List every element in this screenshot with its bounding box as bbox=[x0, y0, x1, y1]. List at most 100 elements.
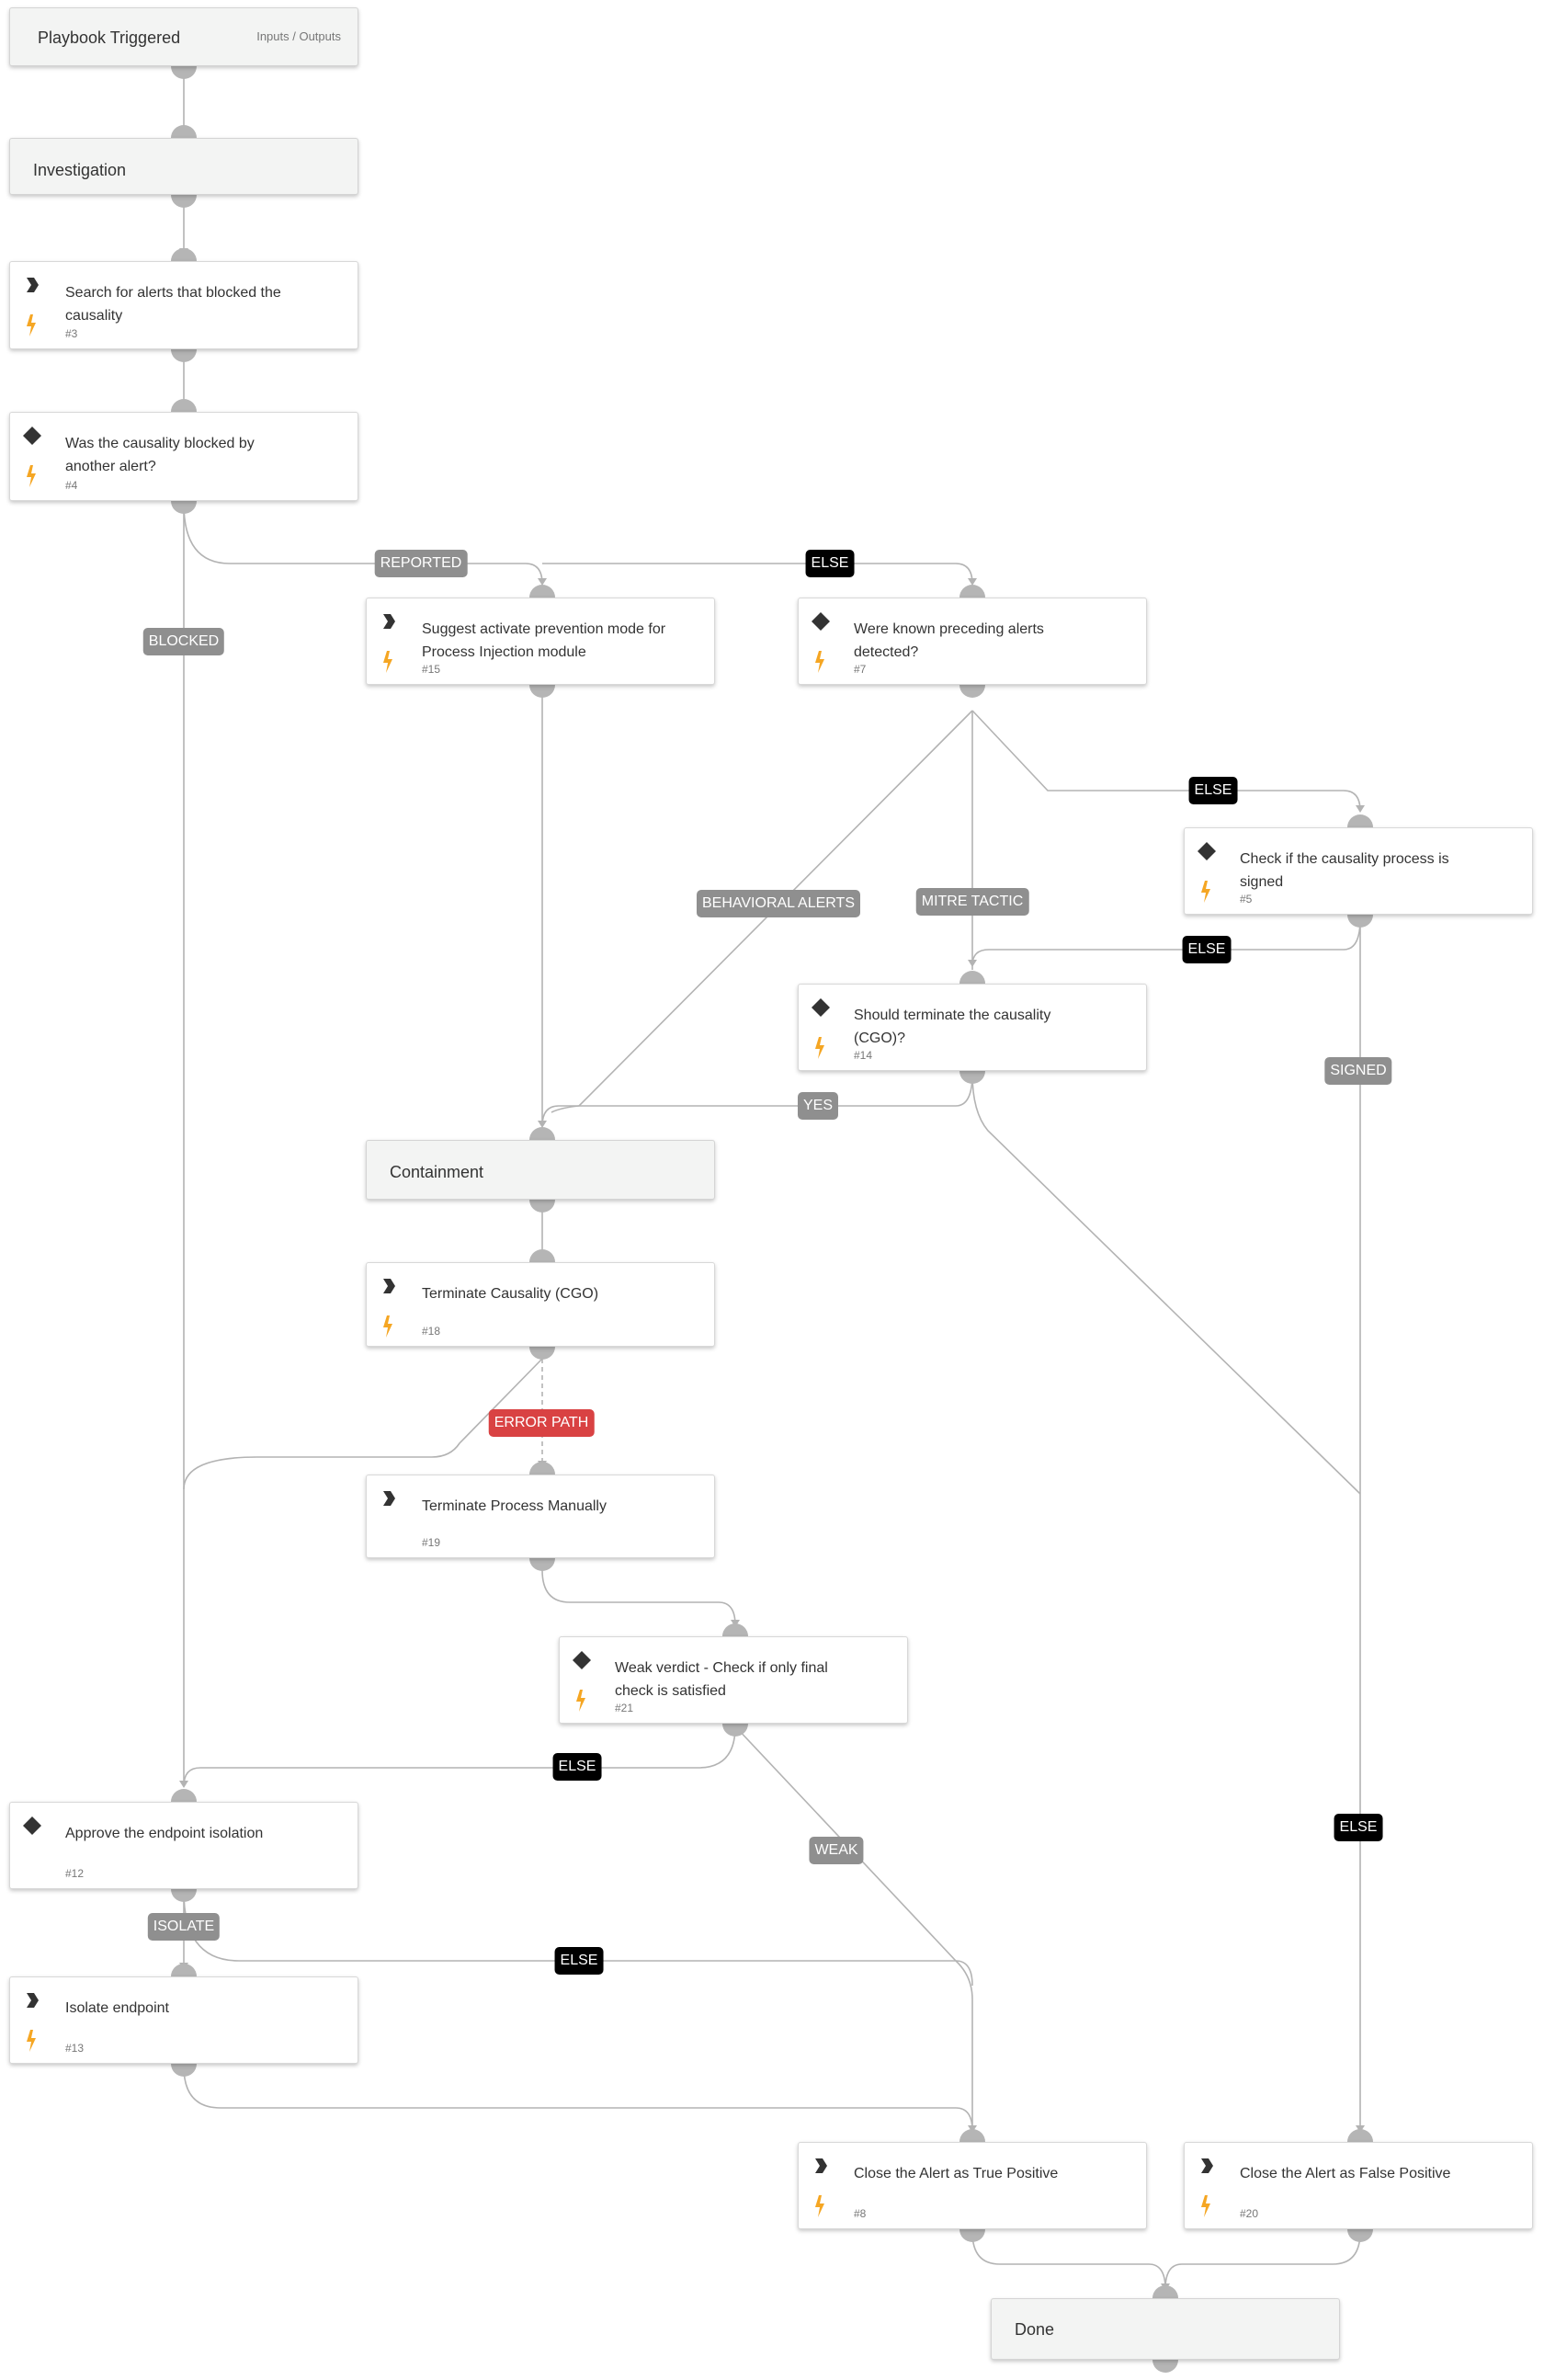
connector-out bbox=[1347, 915, 1373, 928]
edge-label-error-path[interactable]: ERROR PATH bbox=[488, 1409, 595, 1437]
task-number: #3 bbox=[65, 327, 78, 340]
node-title: Done bbox=[1015, 2320, 1055, 2339]
playbook-triggered-node[interactable]: Playbook Triggered Inputs / Outputs bbox=[9, 7, 358, 66]
connector-in bbox=[959, 2129, 985, 2142]
diamond-icon bbox=[1198, 842, 1216, 860]
edge-isolate-tp bbox=[183, 2066, 973, 2132]
causality-blocked-condition-node[interactable]: Was the causality blocked by another ale… bbox=[9, 412, 358, 501]
task-number: #5 bbox=[1240, 893, 1253, 905]
check-signed-condition-node[interactable]: Check if the causality process is signed… bbox=[1184, 827, 1533, 915]
connector-out bbox=[171, 349, 197, 362]
inputs-outputs-link[interactable]: Inputs / Outputs bbox=[256, 29, 341, 43]
edge-fp-done bbox=[1164, 2231, 1361, 2290]
edge-label-isolate[interactable]: ISOLATE bbox=[147, 1913, 221, 1941]
node-title: Close the Alert as True Positive bbox=[854, 2166, 1059, 2181]
connector-in bbox=[529, 585, 555, 598]
terminate-cgo-task-node[interactable]: Terminate Causality (CGO) #18 bbox=[366, 1262, 715, 1347]
task-number: #7 bbox=[854, 663, 867, 676]
should-terminate-condition-node[interactable]: Should terminate the causality (CGO)? #1… bbox=[798, 984, 1147, 1071]
edge-yes bbox=[541, 1073, 973, 1127]
edge-label-mitre-tactic[interactable]: MITRE TACTIC bbox=[915, 888, 1029, 916]
node-title: Containment bbox=[390, 1163, 484, 1181]
connector-in bbox=[1152, 2285, 1178, 2298]
preceding-alerts-condition-node[interactable]: Were known preceding alerts detected? #7 bbox=[798, 598, 1147, 685]
arrowhead bbox=[538, 1121, 547, 1128]
node-title: Were known preceding alerts detected? bbox=[854, 621, 1044, 660]
edge-label-behavioral-alerts[interactable]: BEHAVIORAL ALERTS bbox=[697, 890, 860, 917]
edge-else-preceding bbox=[542, 563, 973, 585]
connector-out bbox=[1347, 2229, 1373, 2242]
lightning-bolt-icon bbox=[383, 651, 392, 673]
connector-out bbox=[171, 2064, 197, 2077]
edge-weak-tp bbox=[734, 1725, 973, 2131]
edge-else-signed-terminate bbox=[971, 918, 1361, 966]
edge-label-else[interactable]: ELSE bbox=[1182, 936, 1232, 963]
node-title: Approve the endpoint isolation bbox=[65, 1826, 264, 1841]
approve-isolation-condition-node[interactable]: Approve the endpoint isolation #12 bbox=[9, 1802, 358, 1889]
chevron-right-icon bbox=[815, 2158, 827, 2173]
node-title: Investigation bbox=[33, 161, 127, 179]
chevron-right-icon bbox=[383, 1279, 395, 1293]
task-number: #18 bbox=[422, 1325, 441, 1338]
connector-in bbox=[529, 1249, 555, 1262]
task-number: #13 bbox=[65, 2042, 85, 2055]
edge-cgo-error-left bbox=[183, 1358, 543, 1490]
edge-label-weak[interactable]: WEAK bbox=[809, 1837, 864, 1864]
node-title: Playbook Triggered bbox=[38, 28, 181, 47]
edge-label-else[interactable]: ELSE bbox=[552, 1753, 602, 1781]
node-title: Should terminate the causality (CGO)? bbox=[854, 1008, 1051, 1046]
connector-out bbox=[171, 501, 197, 514]
search-alerts-task-node[interactable]: Search for alerts that blocked the causa… bbox=[9, 261, 358, 349]
diamond-icon bbox=[812, 612, 830, 631]
investigation-section-node[interactable]: Investigation bbox=[9, 138, 358, 195]
connector-in bbox=[529, 1462, 555, 1475]
connector-out bbox=[171, 66, 197, 79]
terminate-manually-task-node[interactable]: Terminate Process Manually #19 bbox=[366, 1475, 715, 1558]
node-title: Check if the causality process is signed bbox=[1240, 851, 1449, 890]
chevron-right-icon bbox=[383, 1491, 395, 1506]
edge-label-signed[interactable]: SIGNED bbox=[1324, 1057, 1392, 1085]
edge-tp-done bbox=[971, 2231, 1166, 2290]
diamond-icon bbox=[23, 427, 41, 445]
task-number: #19 bbox=[422, 1536, 441, 1549]
connector-in bbox=[1347, 814, 1373, 827]
connector-out bbox=[722, 1724, 748, 1737]
edge-label-blocked[interactable]: BLOCKED bbox=[142, 628, 225, 655]
arrowhead bbox=[1356, 805, 1365, 813]
close-true-positive-task-node[interactable]: Close the Alert as True Positive #8 bbox=[798, 2142, 1147, 2229]
lightning-bolt-icon bbox=[383, 1315, 392, 1338]
edge-else-check-signed bbox=[971, 710, 1361, 812]
lightning-bolt-icon bbox=[27, 2030, 36, 2052]
node-title: Close the Alert as False Positive bbox=[1240, 2166, 1451, 2181]
edge-label-yes[interactable]: YES bbox=[797, 1092, 839, 1120]
containment-section-node[interactable]: Containment bbox=[366, 1140, 715, 1200]
edge-manual-weak bbox=[541, 1569, 736, 1626]
done-section-node[interactable]: Done bbox=[991, 2298, 1340, 2360]
edge-label-else[interactable]: ELSE bbox=[805, 550, 855, 577]
close-false-positive-task-node[interactable]: Close the Alert as False Positive #20 bbox=[1184, 2142, 1533, 2229]
chevron-right-icon bbox=[383, 614, 395, 629]
arrowhead bbox=[179, 1781, 188, 1788]
diamond-icon bbox=[23, 1816, 41, 1835]
task-number: #4 bbox=[65, 479, 78, 492]
lightning-bolt-icon bbox=[27, 314, 36, 336]
weak-verdict-condition-node[interactable]: Weak verdict - Check if only final check… bbox=[559, 1636, 908, 1724]
diamond-icon bbox=[573, 1651, 591, 1669]
edge-label-else[interactable]: ELSE bbox=[1334, 1814, 1383, 1841]
suggest-prevention-task-node[interactable]: Suggest activate prevention mode for Pro… bbox=[366, 598, 715, 685]
isolate-endpoint-task-node[interactable]: Isolate endpoint #13 bbox=[9, 1976, 358, 2064]
diamond-icon bbox=[812, 998, 830, 1017]
connector-in bbox=[171, 1964, 197, 1976]
node-title: Was the causality blocked by another ale… bbox=[65, 436, 255, 474]
arrowhead bbox=[968, 578, 977, 586]
edge-label-else[interactable]: ELSE bbox=[554, 1947, 604, 1975]
edge-label-reported[interactable]: REPORTED bbox=[374, 550, 468, 577]
lightning-bolt-icon bbox=[576, 1690, 585, 1712]
task-number: #21 bbox=[615, 1702, 634, 1714]
edge-label-else[interactable]: ELSE bbox=[1188, 777, 1238, 804]
node-title: Terminate Causality (CGO) bbox=[422, 1286, 599, 1302]
chevron-right-icon bbox=[1201, 2158, 1213, 2173]
connector-out bbox=[529, 1200, 555, 1213]
connector-in bbox=[171, 399, 197, 412]
